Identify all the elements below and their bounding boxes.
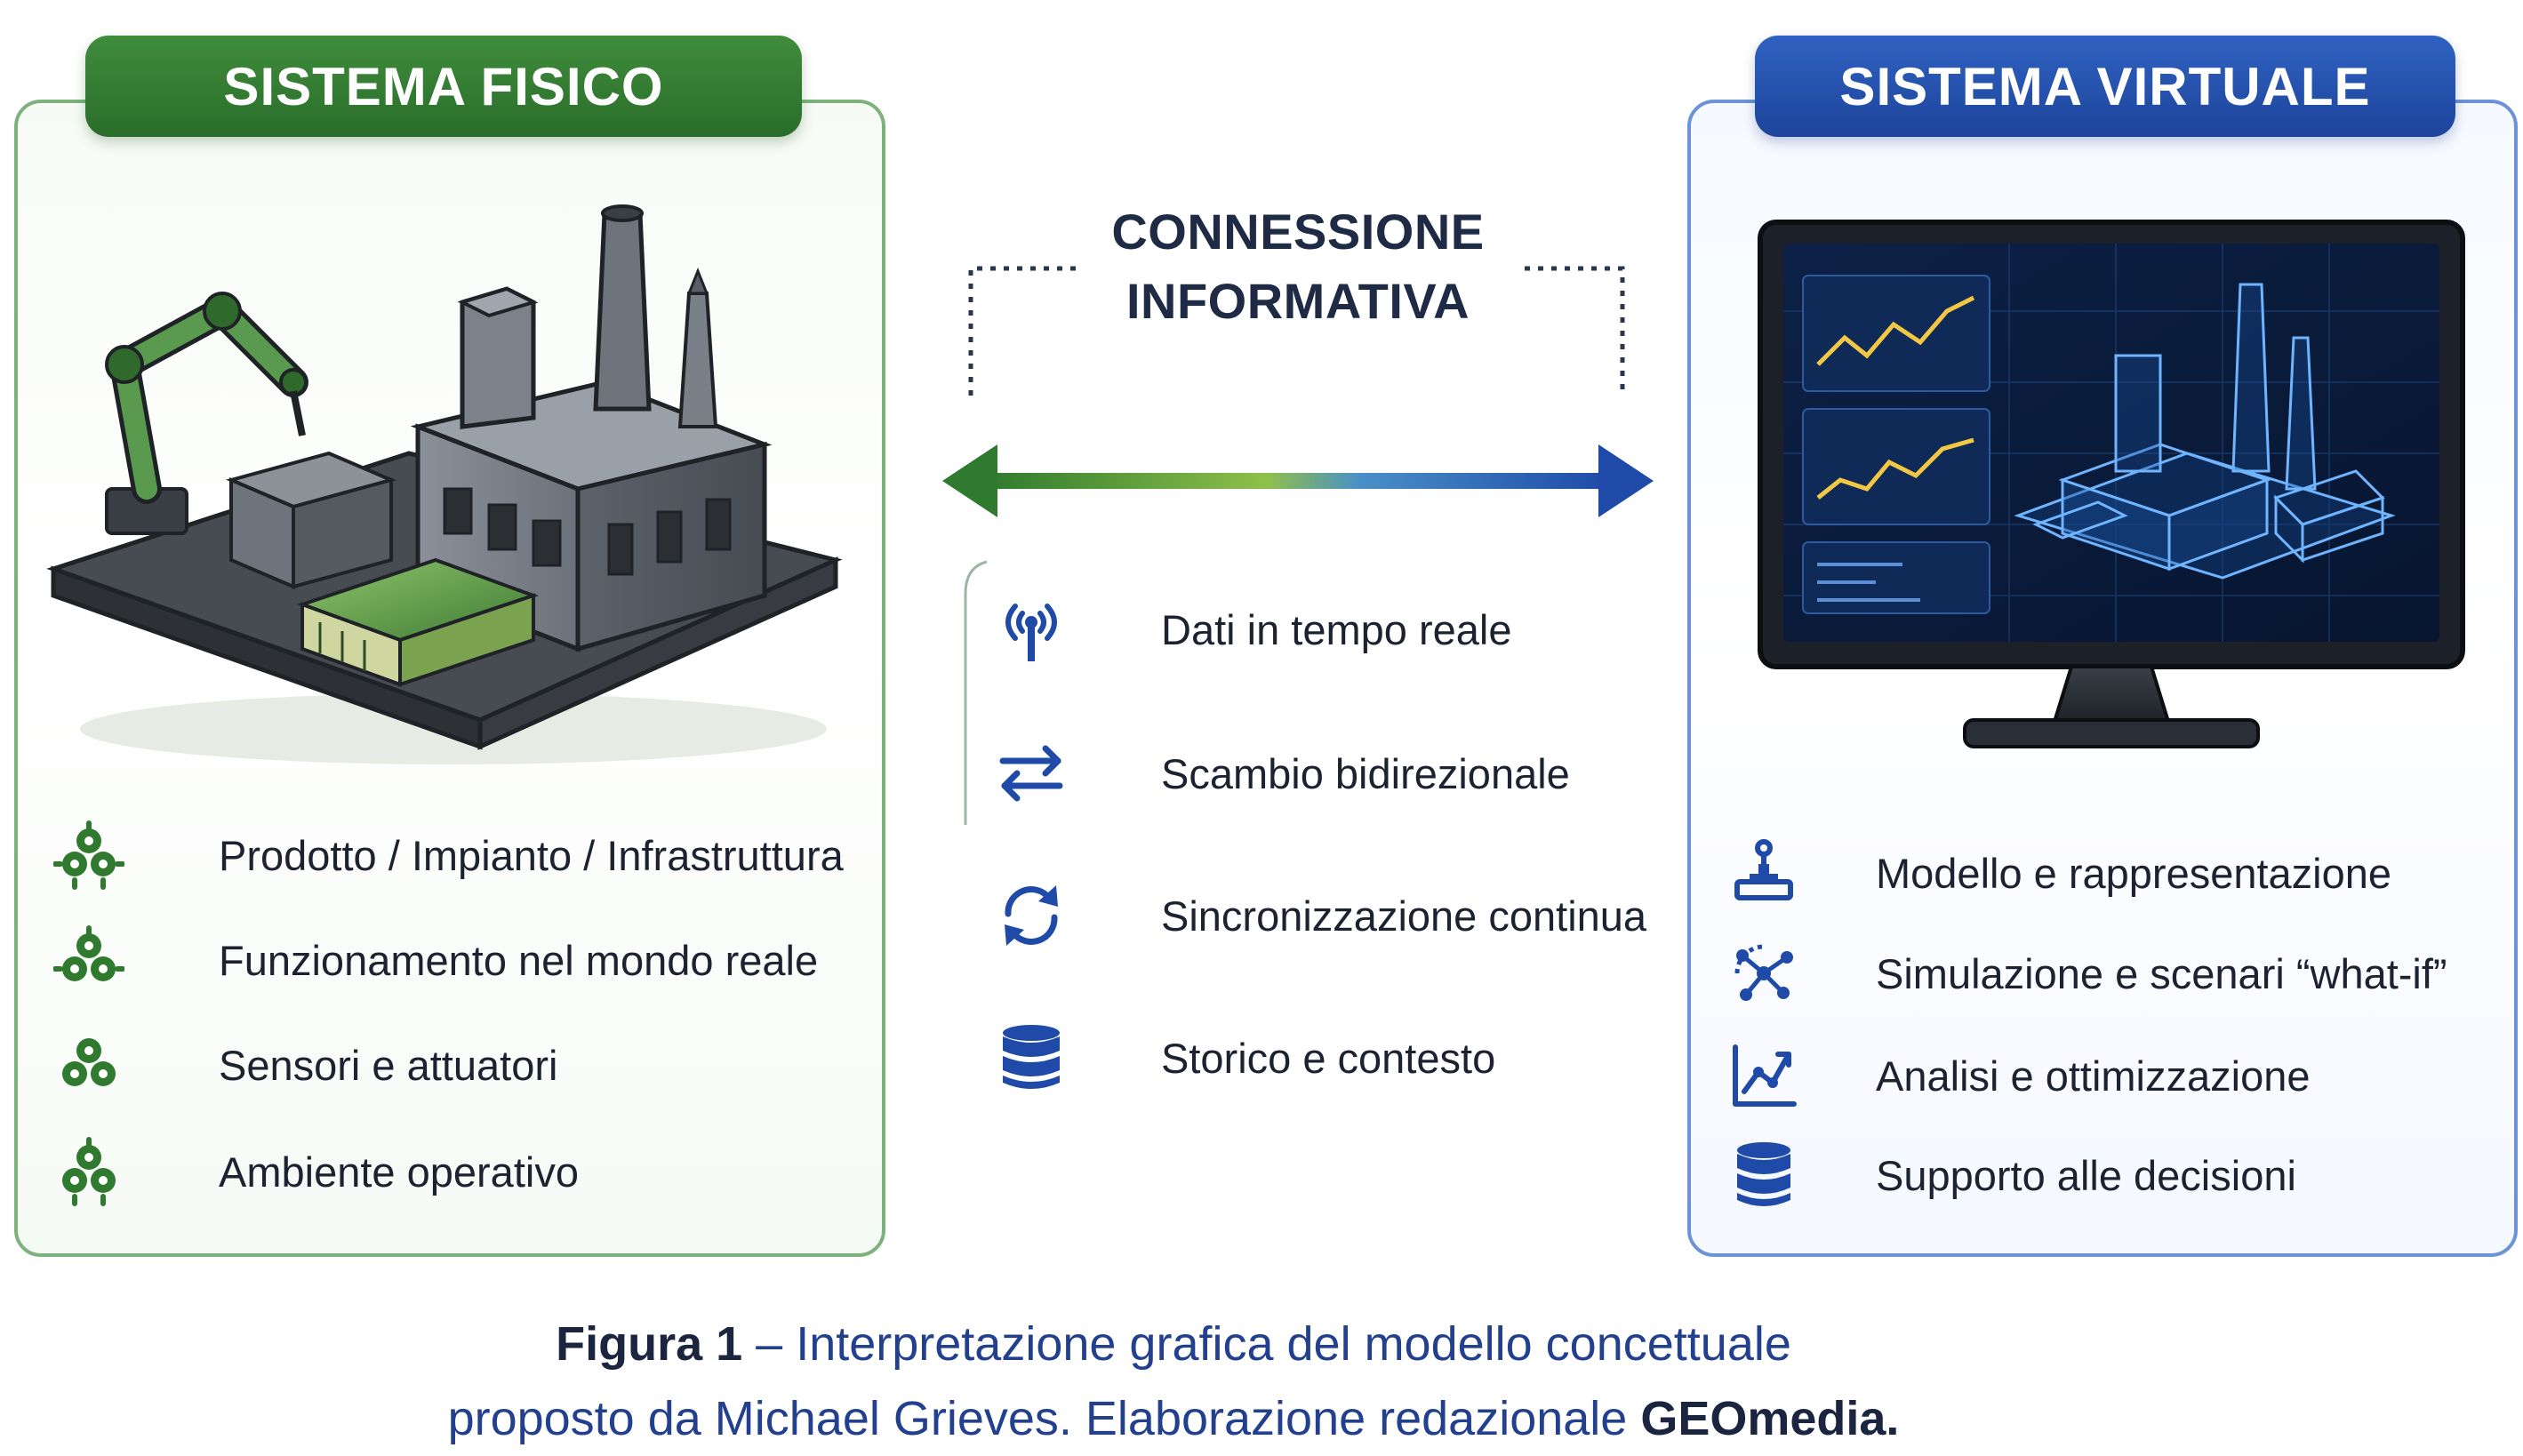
connection-title-line2: INFORMATIVA bbox=[1125, 273, 1470, 329]
connection-item: Scambio bidirezionale bbox=[996, 738, 1570, 809]
physical-system-title: SISTEMA FISICO bbox=[85, 36, 802, 137]
factory-illustration bbox=[46, 204, 843, 764]
bidirectional-arrow bbox=[942, 266, 1654, 517]
virtual-item: Modello e rappresentazione bbox=[1728, 837, 2391, 908]
connection-item-label: Sincronizzazione continua bbox=[1161, 892, 1647, 940]
virtual-item: Simulazione e scenari “what-if” bbox=[1728, 938, 2447, 1009]
gear-cluster-icon bbox=[62, 1038, 116, 1086]
virtual-item-label: Simulazione e scenari “what-if” bbox=[1876, 949, 2447, 997]
physical-item-label: Funzionamento nel mondo reale bbox=[219, 936, 819, 984]
connection-item: Sincronizzazione continua bbox=[996, 880, 1646, 951]
connection-item-label: Dati in tempo reale bbox=[1161, 605, 1512, 653]
caption-line2: proposto da Michael Grieves. Elaborazion… bbox=[447, 1392, 1641, 1445]
caption-figure-label: Figura 1 bbox=[556, 1317, 743, 1371]
physical-item-label: Ambiente operativo bbox=[219, 1148, 579, 1196]
connection-item: Storico e contesto bbox=[996, 1022, 1495, 1093]
physical-item: Sensori e attuatori bbox=[53, 1029, 557, 1100]
physical-item: Ambiente operativo bbox=[53, 1136, 579, 1207]
model-icon bbox=[1734, 839, 1793, 900]
arrow-head-right bbox=[1598, 444, 1654, 517]
connection-item: Dati in tempo reale bbox=[996, 594, 1511, 665]
physical-item-label: Sensori e attuatori bbox=[219, 1041, 558, 1089]
connection-title: CONNESSIONE INFORMATIVA bbox=[1031, 197, 1565, 336]
connection-title-line1: CONNESSIONE bbox=[1111, 204, 1485, 260]
virtual-item-label: Supporto alle decisioni bbox=[1876, 1151, 2296, 1199]
virtual-item-label: Analisi e ottimizzazione bbox=[1876, 1052, 2311, 1100]
analytics-icon bbox=[1733, 1044, 1797, 1107]
dotted-bracket-left bbox=[968, 266, 1076, 396]
gear-cluster-icon bbox=[53, 820, 124, 890]
swap-arrows-icon bbox=[999, 745, 1063, 802]
caption-brand: GEOmedia. bbox=[1640, 1392, 1900, 1445]
figure-caption: Figura 1 – Interpretazione grafica del m… bbox=[0, 1307, 2347, 1456]
gear-cluster-icon bbox=[53, 925, 124, 981]
connection-rail bbox=[964, 560, 988, 825]
database-icon bbox=[1737, 1142, 1790, 1206]
physical-item: Funzionamento nel mondo reale bbox=[53, 924, 818, 996]
gear-cluster-icon bbox=[62, 1137, 116, 1206]
monitor-illustration bbox=[1758, 220, 2465, 748]
virtual-item-label: Modello e rappresentazione bbox=[1876, 849, 2392, 897]
arrow-head-left bbox=[942, 444, 997, 517]
physical-item: Prodotto / Impianto / Infrastruttura bbox=[53, 820, 844, 891]
dotted-bracket-right bbox=[1525, 266, 1625, 396]
network-icon bbox=[1734, 944, 1793, 1001]
connection-item-label: Storico e contesto bbox=[1161, 1034, 1496, 1082]
physical-item-label: Prodotto / Impianto / Infrastruttura bbox=[219, 831, 844, 879]
database-icon bbox=[1003, 1025, 1060, 1089]
connection-item-label: Scambio bidirezionale bbox=[1161, 749, 1570, 797]
sync-icon bbox=[1005, 885, 1058, 946]
antenna-icon bbox=[1005, 604, 1057, 661]
virtual-system-title: SISTEMA VIRTUALE bbox=[1755, 36, 2455, 137]
virtual-item: Supporto alle decisioni bbox=[1728, 1140, 2296, 1211]
caption-line1: – Interpretazione grafica del modello co… bbox=[742, 1317, 1791, 1371]
virtual-item: Analisi e ottimizzazione bbox=[1728, 1040, 2311, 1111]
